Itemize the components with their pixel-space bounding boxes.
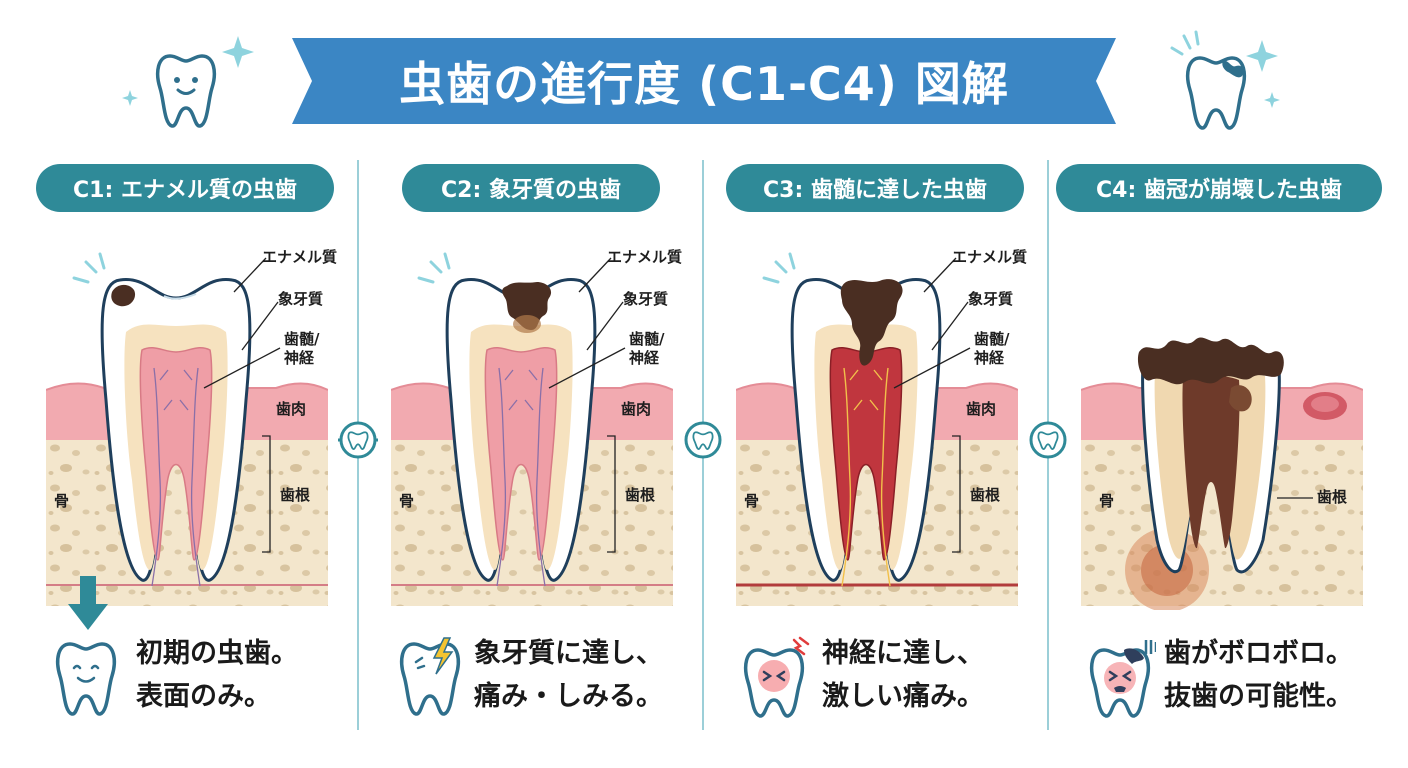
label-dentin: 象牙質 [968,290,1014,308]
label-pulp-1: 歯髄/ [284,330,320,348]
label-pulp-1: 歯髄/ [629,330,665,348]
summary-line-2: 痛み・しみる。 [474,681,663,712]
label-pulp-2: 神経 [629,349,660,367]
connector-tooth-icon [684,421,722,459]
stage-c2-diagram: エナメル質 象牙質 歯髄/ 神経 歯肉 歯根 骨 [391,240,682,610]
label-root: 歯根 [625,486,656,504]
stage-c3-title: C3: 歯髄に達した虫歯 [726,164,1024,212]
label-gum: 歯肉 [966,400,997,418]
label-root: 歯根 [970,486,1001,504]
label-bone: 骨 [744,492,760,510]
label-enamel: エナメル質 [952,248,1028,266]
label-bone: 骨 [54,492,70,510]
title-banner: 虫歯の進行度 (C1-C4) 図解 [292,34,1116,128]
summary-line-2: 抜歯の可能性。 [1164,681,1353,712]
stage-c2-title: C2: 象牙質の虫歯 [402,164,660,212]
happy-tooth-icon [56,642,116,716]
label-dentin: 象牙質 [623,290,669,308]
connector-tooth-icon [1029,421,1067,459]
stage-c3-diagram: エナメル質 象牙質 歯髄/ 神経 歯肉 歯根 骨 [736,240,1027,610]
arrow-down-icon [68,576,108,630]
label-enamel: エナメル質 [262,248,338,266]
label-root: 歯根 [1317,488,1348,506]
stage-c3-summary: 神経に達し、 激しい痛み。 [822,632,984,718]
pain-lightning-tooth-icon [400,637,460,716]
summary-line-2: 表面のみ。 [136,681,271,712]
page-title: 虫歯の進行度 (C1-C4) 図解 [399,57,1009,111]
label-root: 歯根 [280,486,311,504]
summary-line-2: 激しい痛み。 [822,681,984,712]
label-dentin: 象牙質 [278,290,324,308]
label-bone: 骨 [399,492,415,510]
summary-line-1: 初期の虫歯。 [136,638,298,669]
stage-c1-summary: 初期の虫歯。 表面のみ。 [136,632,298,718]
happy-tooth-icon [122,36,254,128]
label-gum: 歯肉 [276,400,307,418]
stage-c1-diagram: エナメル質 象牙質 歯髄/ 神経 歯肉 歯根 骨 [46,240,337,610]
label-enamel: エナメル質 [607,248,683,266]
stage-c4-title: C4: 歯冠が崩壊した虫歯 [1056,164,1382,212]
summary-line-1: 歯がボロボロ。 [1164,638,1353,669]
summary-line-1: 神経に達し、 [822,638,984,669]
label-gum: 歯肉 [621,400,652,418]
stage-c4-summary: 歯がボロボロ。 抜歯の可能性。 [1164,632,1353,718]
connector-tooth-icon [338,421,378,459]
stage-c4-diagram: 歯根 骨 [1081,240,1363,610]
label-pulp-2: 神経 [284,349,315,367]
stage-c2-summary: 象牙質に達し、 痛み・しみる。 [474,632,663,718]
summary-line-1: 象牙質に達し、 [474,638,663,669]
label-bone: 骨 [1099,492,1115,510]
label-pulp-1: 歯髄/ [974,330,1010,348]
label-pulp-2: 神経 [974,349,1005,367]
painful-tooth-icon [744,636,810,718]
stage-c1-title: C1: エナメル質の虫歯 [36,164,334,212]
decayed-tooth-icon [1170,30,1280,130]
broken-tooth-icon [1090,640,1156,718]
